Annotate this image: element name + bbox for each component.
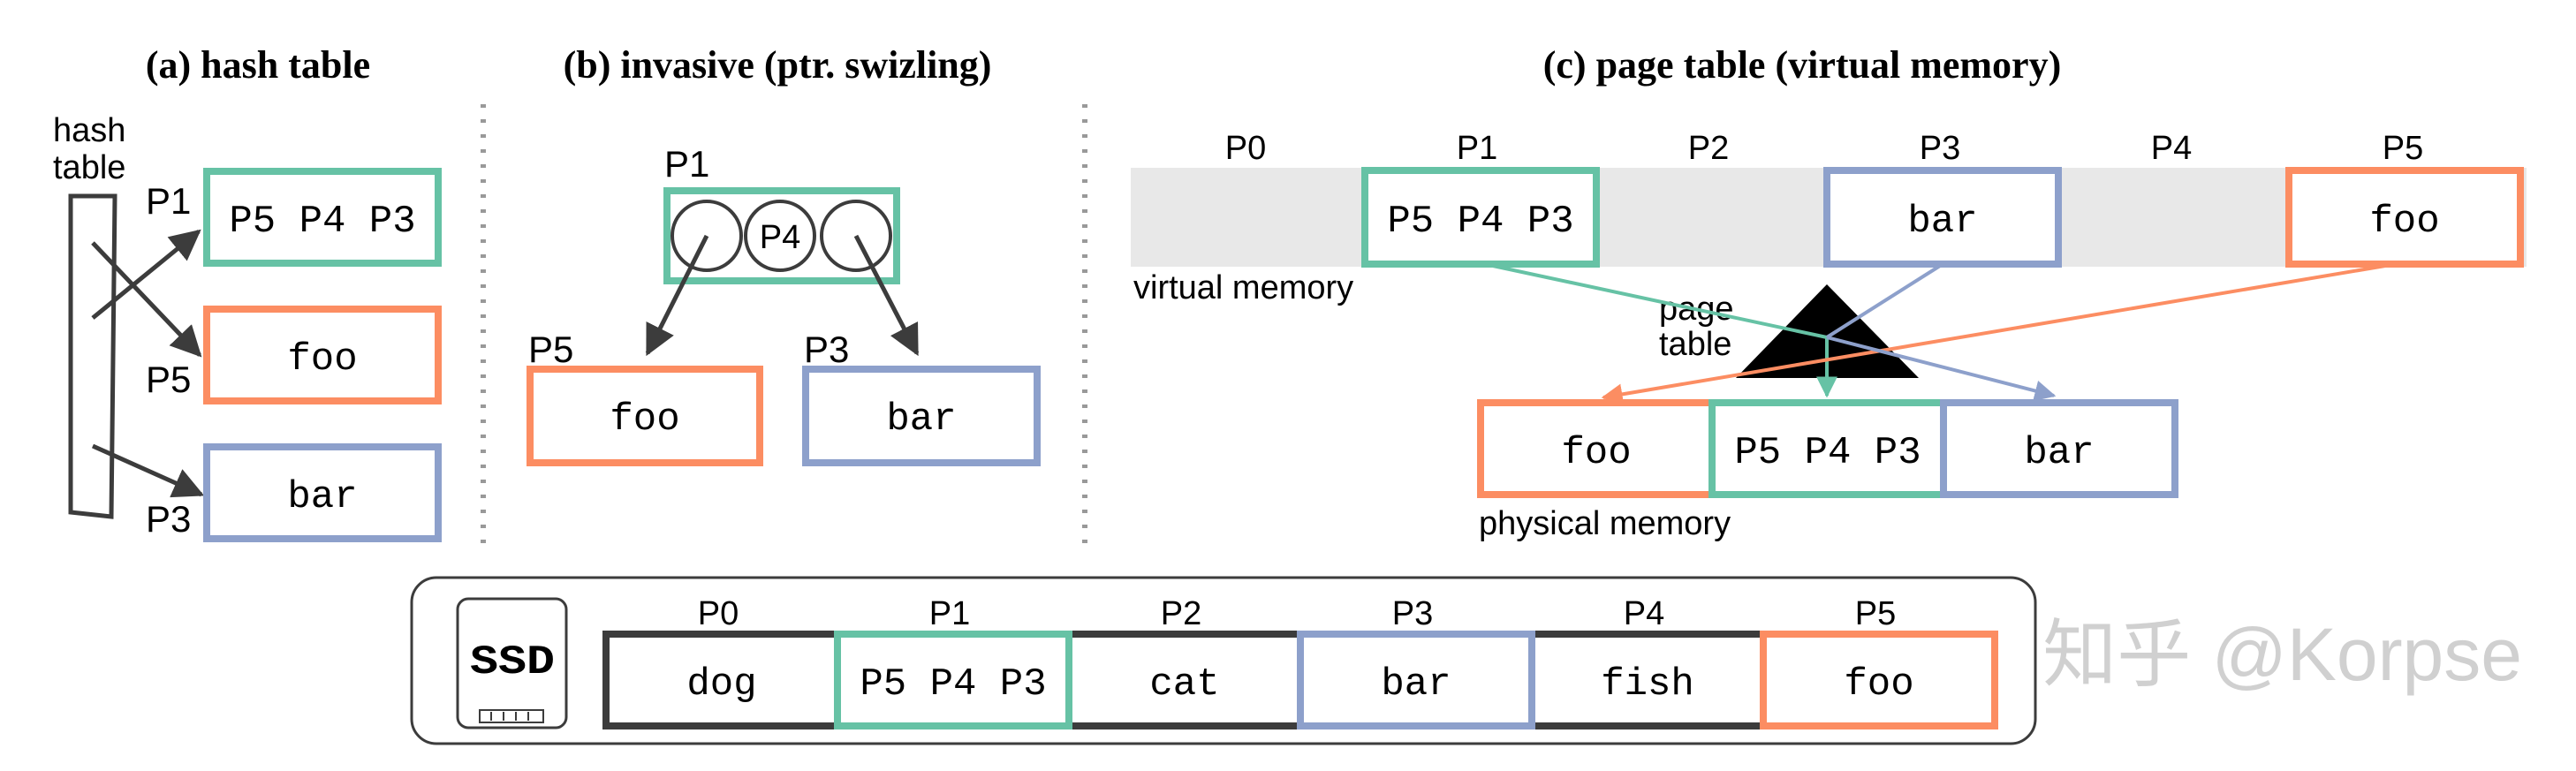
hash-table-label-line1: hash bbox=[53, 112, 125, 149]
page-p1-content: P5 P4 P3 bbox=[229, 200, 415, 244]
ssd-icon: SSD bbox=[456, 597, 568, 729]
virtual-page-label-p0: P0 bbox=[1225, 130, 1266, 167]
page-label-p3: P3 bbox=[146, 498, 191, 540]
panel-a-title: (a) hash table bbox=[146, 43, 370, 87]
ssd-page-p2-content: cat bbox=[1149, 662, 1219, 707]
panel-invasive: (b) invasive (ptr. swizling) P1 P4 P5 fo… bbox=[527, 43, 1041, 466]
swizzle-arrow-p3 bbox=[853, 234, 920, 357]
invasive-p3-content: bar bbox=[886, 397, 956, 442]
virtual-memory-label: virtual memory bbox=[1133, 269, 1353, 306]
ssd-page-p3 bbox=[1297, 631, 1535, 729]
invasive-label-p3: P3 bbox=[804, 329, 849, 370]
ssd-icon-label: SSD bbox=[470, 639, 555, 685]
mapping-arrow-green bbox=[1492, 264, 1828, 339]
hash-table-label-line2: table bbox=[53, 149, 125, 186]
page-p1-box bbox=[203, 168, 442, 267]
mapping-arrow-orange bbox=[1601, 264, 2386, 405]
invasive-p5-box bbox=[527, 366, 763, 466]
ssd-page-p3-content: bar bbox=[1381, 662, 1451, 707]
page-label-p1: P1 bbox=[146, 180, 191, 222]
panel-page-table: (c) page table (virtual memory) P0 P1 P2… bbox=[1131, 43, 2527, 542]
swizzle-slot-middle-label: P4 bbox=[760, 219, 800, 256]
hash-arrow-p3 bbox=[91, 443, 205, 498]
swizzle-slot-middle bbox=[744, 200, 816, 272]
hash-arrow-p1 bbox=[91, 229, 201, 320]
ssd-label-p5: P5 bbox=[1855, 595, 1896, 632]
panel-b-title: (b) invasive (ptr. swizling) bbox=[564, 43, 992, 87]
physical-p1-content: P5 P4 P3 bbox=[1734, 431, 1921, 475]
virtual-p1-box bbox=[1361, 167, 1600, 268]
page-table-triangle bbox=[1736, 284, 1919, 378]
ssd-page-p1-content: P5 P4 P3 bbox=[860, 662, 1046, 707]
physical-bar-content: bar bbox=[2024, 431, 2094, 475]
ssd-page-p1 bbox=[834, 631, 1072, 729]
physical-foo-content: foo bbox=[1561, 431, 1631, 475]
virtual-page-label-p4: P4 bbox=[2151, 130, 2192, 167]
ssd-page-p0 bbox=[602, 631, 841, 729]
virtual-p3-box bbox=[1823, 167, 2062, 268]
virtual-p1-content: P5 P4 P3 bbox=[1387, 200, 1573, 244]
page-p3-content: bar bbox=[287, 475, 357, 519]
swizzle-arrow-p5 bbox=[645, 234, 709, 357]
page-table-label-line2: table bbox=[1659, 326, 1731, 363]
invasive-p5-content: foo bbox=[610, 397, 679, 442]
virtual-p5-content: foo bbox=[2369, 200, 2439, 244]
ssd-page-p4-content: fish bbox=[1601, 662, 1694, 707]
invasive-label-p1: P1 bbox=[664, 143, 709, 185]
virtual-page-label-p2: P2 bbox=[1688, 130, 1729, 167]
virtual-page-label-p5: P5 bbox=[2383, 130, 2423, 167]
watermark: 知乎 @Korpse bbox=[2042, 613, 2522, 696]
ssd-label-p2: P2 bbox=[1161, 595, 1201, 632]
virtual-page-label-p1: P1 bbox=[1457, 130, 1497, 167]
ssd-page-p2 bbox=[1065, 631, 1304, 729]
ssd-label-p3: P3 bbox=[1392, 595, 1433, 632]
mapping-arrow-blue bbox=[1825, 264, 1942, 339]
virtual-p5-box bbox=[2285, 167, 2524, 268]
panel-c-title: (c) page table (virtual memory) bbox=[1543, 43, 2061, 87]
physical-bar-box bbox=[1940, 399, 2178, 498]
ssd-page-p5-content: foo bbox=[1844, 662, 1913, 707]
virtual-p3-content: bar bbox=[1907, 200, 1977, 244]
page-p5-box bbox=[203, 306, 442, 404]
ssd-label-p0: P0 bbox=[698, 595, 739, 632]
ssd-panel: SSD P0 P1 P2 P3 P4 P5 dog cat fish P5 P4… bbox=[410, 576, 2037, 745]
page-label-p5: P5 bbox=[146, 359, 191, 400]
hash-arrow-p5 bbox=[91, 241, 202, 358]
ssd-label-p4: P4 bbox=[1624, 595, 1664, 632]
ssd-page-p0-content: dog bbox=[686, 662, 756, 707]
ssd-label-p1: P1 bbox=[929, 595, 970, 632]
panel-hash-table: (a) hash table hash table P1 P5 P4 P3 P5… bbox=[53, 43, 442, 542]
physical-memory-label: physical memory bbox=[1479, 505, 1731, 542]
invasive-label-p5: P5 bbox=[528, 329, 573, 370]
virtual-page-label-p3: P3 bbox=[1920, 130, 1960, 167]
mapping-arrow-blue-2 bbox=[1826, 336, 2057, 402]
hash-table-shape bbox=[68, 193, 117, 519]
ssd-page-p5 bbox=[1760, 631, 1998, 729]
page-p3-box bbox=[203, 443, 442, 542]
page-p5-content: foo bbox=[287, 337, 357, 382]
invasive-p3-box bbox=[802, 366, 1041, 466]
